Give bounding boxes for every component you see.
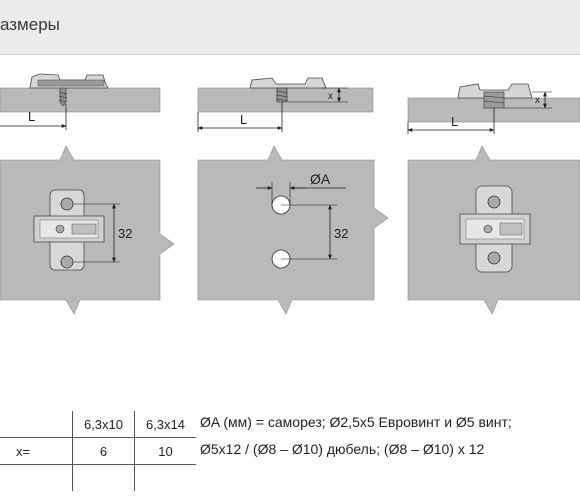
side-view-3: x L: [407, 83, 580, 134]
table-cell: [135, 465, 197, 492]
fastener-note-line-2: Ø5x12 / (Ø8 – Ø10) дюбель; (Ø8 – Ø10) x …: [200, 441, 485, 457]
panel-front-2: [197, 145, 389, 315]
table-row-label: x=: [0, 437, 73, 465]
front-view-3: [407, 145, 580, 315]
side-view-1: L: [0, 73, 161, 130]
table-header-cell: 6,3x14: [134, 411, 196, 438]
front-view-1: 32: [0, 145, 175, 315]
dimension-L-2: L: [240, 112, 247, 127]
front-view-2: 32 ØA: [197, 145, 389, 315]
table-cell: [0, 464, 73, 491]
section-title: азмеры: [0, 15, 60, 34]
table-header-row: 6,3x10 6,3x14: [0, 411, 196, 438]
dimension-x-3: x: [535, 95, 540, 106]
side-view-2: x L: [197, 77, 374, 132]
table-row: x= 6 10: [0, 437, 196, 465]
table-cell: [72, 464, 135, 491]
fastener-note-line-1: ØA (мм) = саморез; Ø2,5x5 Евровинт и Ø5 …: [200, 414, 512, 430]
mounting-plate-1: [33, 189, 105, 271]
table-cell: 10: [134, 437, 196, 465]
dimension-x-2: x: [328, 91, 333, 102]
panel-edge-1: [0, 87, 161, 113]
screw-length-table: 6,3x10 6,3x14 x= 6 10: [0, 411, 196, 491]
dimension-L-1: L: [28, 109, 35, 124]
hinge-plate-profile-1: [29, 73, 109, 107]
technical-drawings: L x L x L: [0, 73, 580, 315]
table-cell: [0, 411, 73, 438]
dimension-L-3: L: [451, 114, 458, 129]
dimension-diameter-A: ØA: [310, 171, 331, 187]
table-row: [0, 464, 197, 492]
table-cell: 6: [72, 437, 135, 465]
mounting-plate-3: [459, 185, 531, 273]
dimension-32-2: 32: [334, 226, 348, 241]
table-header-cell: 6,3x10: [72, 411, 135, 438]
header-band: азмеры: [0, 0, 580, 55]
dimension-32-1: 32: [118, 226, 132, 241]
